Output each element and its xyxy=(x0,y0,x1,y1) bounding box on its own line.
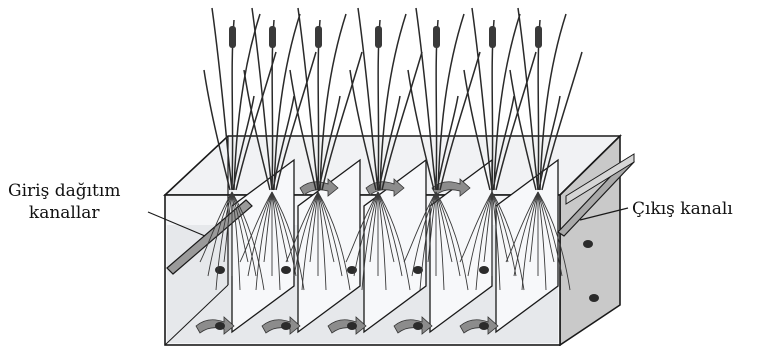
inlet-channels-label: Giriş dağıtım kanallar xyxy=(8,180,120,224)
pipe-hole xyxy=(479,266,489,274)
pipe-hole xyxy=(413,322,423,330)
cattail-head xyxy=(489,26,496,48)
cattail-head xyxy=(315,26,322,48)
pipe-hole xyxy=(479,322,489,330)
cattail-head xyxy=(375,26,382,48)
cattail-head xyxy=(269,26,276,48)
pipe-hole xyxy=(347,322,357,330)
pipe-hole xyxy=(583,240,593,248)
inlet-label-line1: Giriş dağıtım xyxy=(8,180,120,202)
pipe-hole xyxy=(215,322,225,330)
pipe-hole xyxy=(281,266,291,274)
pipe-hole xyxy=(589,294,599,302)
cattail-head xyxy=(229,26,236,48)
cattail-head xyxy=(535,26,542,48)
pipe-hole xyxy=(215,266,225,274)
cattail-head xyxy=(433,26,440,48)
inlet-label-line2: kanallar xyxy=(8,202,120,224)
pipe-hole xyxy=(281,322,291,330)
outlet-channel-label: Çıkış kanalı xyxy=(632,198,733,220)
